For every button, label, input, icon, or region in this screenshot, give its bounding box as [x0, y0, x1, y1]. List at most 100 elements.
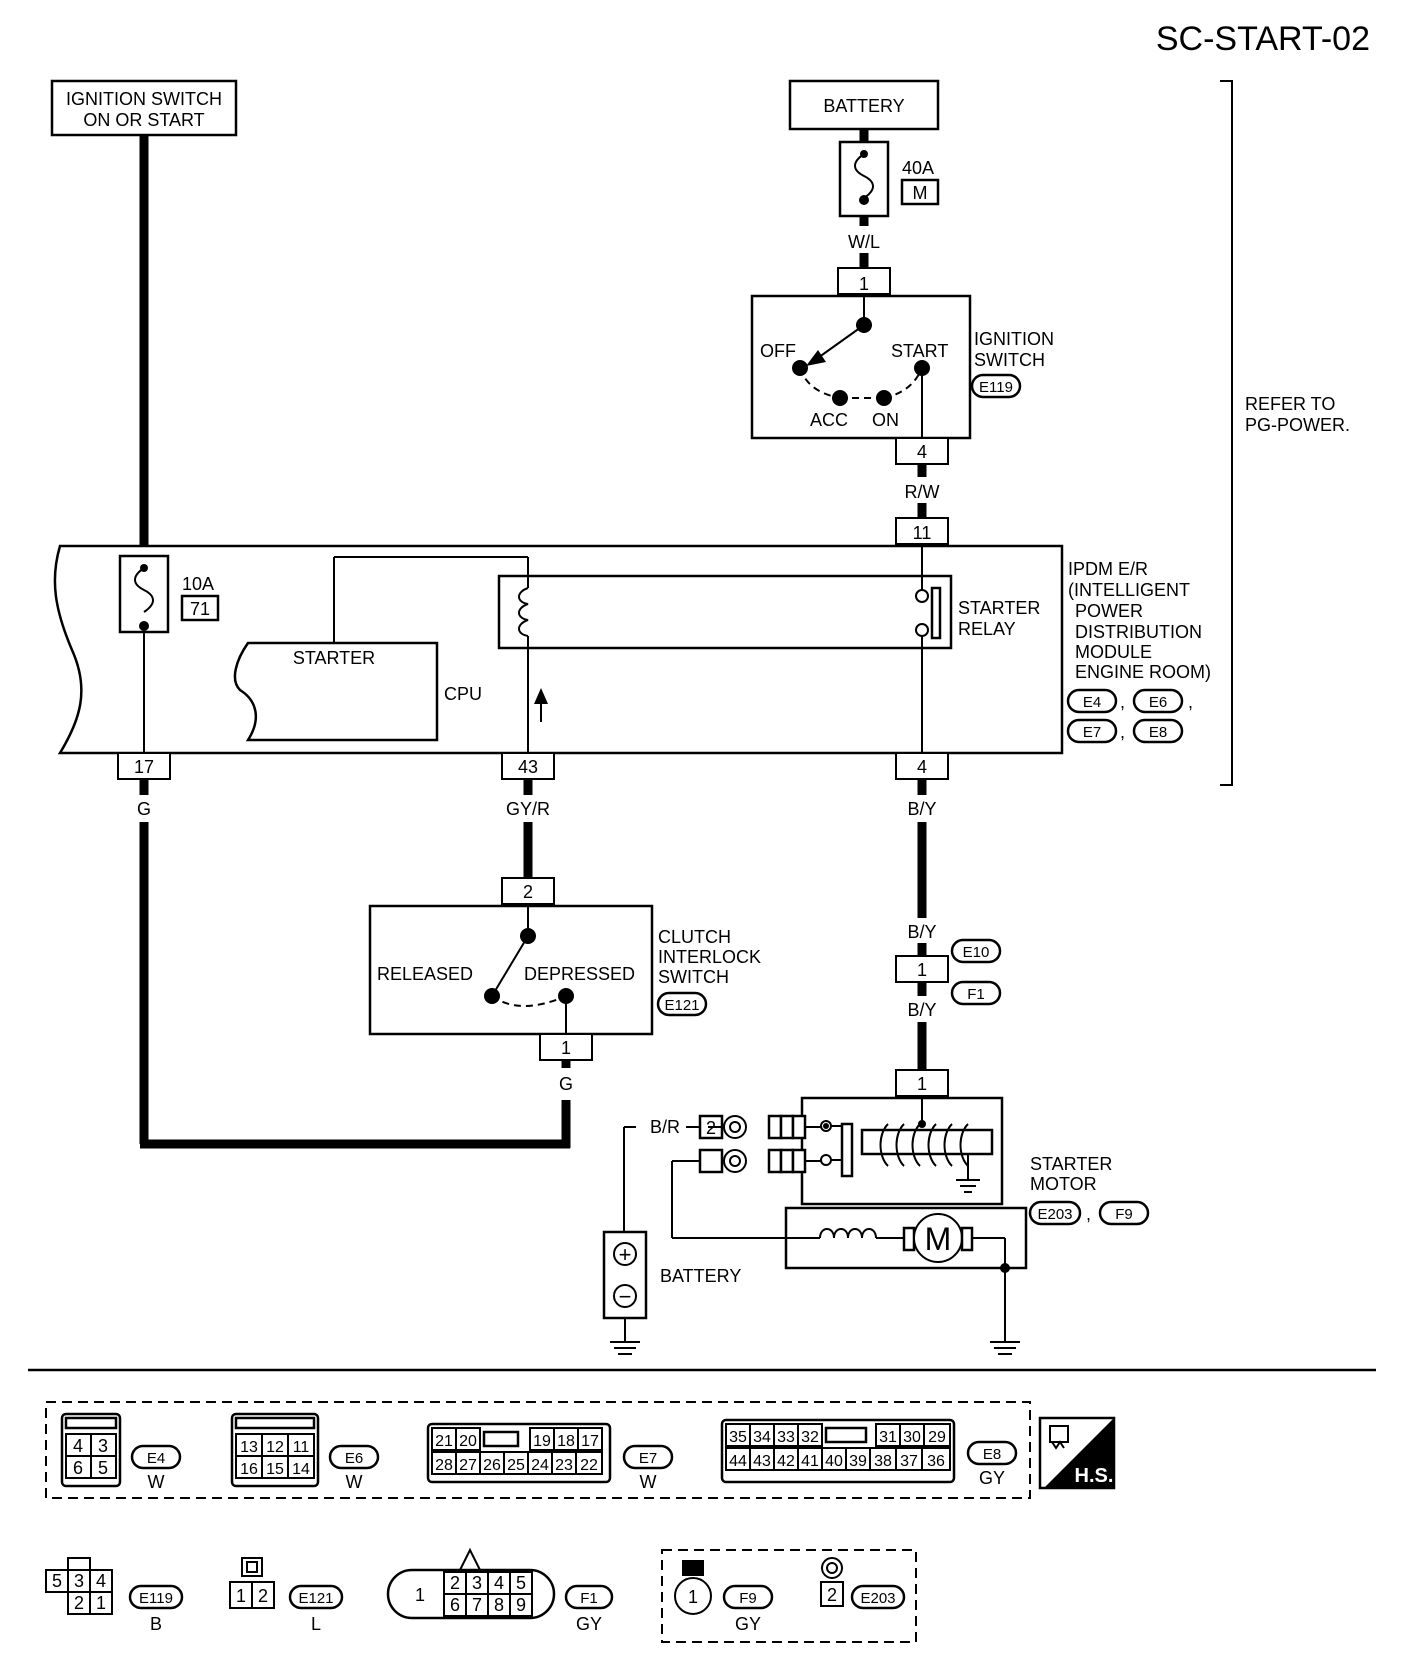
wire-by-2: B/Y	[907, 922, 936, 942]
ipdm-connector-badges: E4 , E6 , E7 , E8	[1066, 688, 1193, 744]
svg-text:41: 41	[801, 1453, 819, 1470]
svg-text:27: 27	[459, 1457, 477, 1474]
fuse-40a	[838, 140, 890, 218]
svg-text:36: 36	[927, 1453, 945, 1470]
ign-pin-1: 1	[859, 274, 869, 294]
ign-pin-4: 4	[917, 442, 927, 462]
svg-text:GY: GY	[576, 1614, 602, 1634]
clutch-pin-2: 2	[523, 882, 533, 902]
svg-text:1: 1	[415, 1585, 425, 1605]
starter-c1: E203	[1037, 1206, 1072, 1223]
svg-text:16: 16	[240, 1461, 258, 1478]
svg-text:32: 32	[801, 1429, 819, 1446]
battery2-label: BATTERY	[660, 1266, 741, 1286]
svg-text:2: 2	[827, 1585, 837, 1605]
svg-text:E119: E119	[139, 1590, 173, 1607]
svg-text:14: 14	[292, 1461, 310, 1478]
conn-view-f1: 1 2 3 4 5 6 7 8 9 F1 GY	[386, 1547, 614, 1634]
ign-start: START	[891, 341, 948, 361]
clutch-depressed: DEPRESSED	[524, 964, 635, 984]
joint-badge-f1	[950, 980, 1002, 1006]
ign-switch-connector-badge	[970, 373, 1022, 399]
ipdm-name6: ENGINE ROOM)	[1075, 662, 1211, 682]
ignition-on-start-source: IGNITION SWITCH ON OR START	[50, 79, 238, 137]
ign-source-line1: IGNITION SWITCH	[66, 89, 222, 109]
svg-text:1: 1	[688, 1587, 698, 1607]
refer-line2: PG-POWER.	[1245, 415, 1350, 435]
svg-text:W: W	[640, 1472, 657, 1492]
clutch-connector-badge	[656, 991, 708, 1017]
ign-on: ON	[872, 410, 899, 430]
svg-text:5: 5	[52, 1571, 62, 1591]
starter-c2: F9	[1115, 1206, 1133, 1223]
ign-switch-name1: IGNITION	[974, 329, 1054, 349]
starter-pin-1: 1	[917, 1074, 927, 1094]
svg-text:15: 15	[266, 1461, 284, 1478]
svg-text:W: W	[346, 1472, 363, 1492]
svg-text:GY: GY	[735, 1614, 761, 1634]
ipdm-name1: IPDM E/R	[1068, 559, 1148, 579]
wire-rw: R/W	[905, 482, 940, 502]
svg-text:23: 23	[555, 1457, 573, 1474]
joint-connector	[895, 955, 949, 983]
fuse-10a-id: 71	[190, 599, 210, 619]
svg-text:E6: E6	[345, 1450, 363, 1467]
svg-text:,: ,	[1188, 692, 1193, 712]
svg-text:43: 43	[753, 1453, 771, 1470]
wire-by-1: B/Y	[907, 799, 936, 819]
ipdm-pin-4: 4	[917, 757, 927, 777]
starter-relay-name1: STARTER	[958, 598, 1040, 618]
ipdm-name5: MODULE	[1075, 642, 1152, 662]
svg-text:3: 3	[472, 1573, 482, 1593]
fuse-10a-amp: 10A	[182, 574, 214, 594]
battery-symbol: + −	[602, 1230, 648, 1355]
conn-view-e7: 21 20 19 18 17 28 27 26 25 24 23 22 E7 W	[426, 1422, 674, 1492]
ipdm-pin-43: 43	[518, 757, 538, 777]
conn-view-e4: 4 3 6 5 E4 W	[60, 1412, 182, 1492]
svg-text:2: 2	[258, 1586, 268, 1606]
svg-text:40: 40	[825, 1453, 843, 1470]
cpu-starter-label: STARTER	[293, 648, 375, 668]
conn-view-e6: 13 12 11 16 15 14 E6 W	[230, 1412, 380, 1492]
battery-minus: −	[619, 1284, 632, 1309]
joint-c1: E10	[963, 944, 990, 961]
ign-switch-name2: SWITCH	[974, 350, 1045, 370]
svg-text:3: 3	[98, 1436, 108, 1456]
starter-badge-f9	[1098, 1200, 1150, 1226]
wire-gyr: GY/R	[506, 799, 550, 819]
svg-text:12: 12	[266, 1439, 284, 1456]
svg-text:33: 33	[777, 1429, 795, 1446]
ipdm-conn-e4: E4	[1083, 694, 1101, 711]
svg-text:1: 1	[236, 1586, 246, 1606]
svg-text:24: 24	[531, 1457, 549, 1474]
svg-text:29: 29	[928, 1429, 946, 1446]
refer-line1: REFER TO	[1245, 394, 1335, 414]
page-code: SC-START-02	[1156, 20, 1370, 58]
starter-connector-group	[661, 1549, 917, 1643]
svg-text:20: 20	[459, 1433, 477, 1450]
fuse-40a-id: M	[913, 183, 928, 203]
svg-text:GY: GY	[979, 1468, 1005, 1488]
svg-text:26: 26	[483, 1457, 501, 1474]
battery-source: BATTERY	[788, 79, 940, 131]
conn-view-e121: 1 2 E121 L	[229, 1557, 344, 1634]
svg-text:4: 4	[73, 1436, 83, 1456]
wire-g-bottom: G	[559, 1074, 573, 1094]
ignition-switch: 1 OFF START ACC ON 4	[750, 267, 972, 465]
svg-text:E203: E203	[860, 1590, 895, 1607]
ign-switch-connector: E119	[979, 379, 1013, 396]
hs-label: H.S.	[1075, 1465, 1114, 1487]
fuse-10a-id-box	[180, 594, 220, 622]
svg-text:42: 42	[777, 1453, 795, 1470]
clutch-pin-1: 1	[561, 1038, 571, 1058]
ipdm-name2: (INTELLIGENT	[1068, 580, 1190, 600]
fuse-40a-amp: 40A	[902, 158, 934, 178]
svg-text:21: 21	[435, 1433, 453, 1450]
conn-view-f9: 1 F9 GY	[674, 1560, 774, 1634]
svg-text:3: 3	[74, 1571, 84, 1591]
svg-text:,: ,	[1120, 692, 1125, 712]
svg-text:,: ,	[1086, 1204, 1091, 1224]
wire-g-top: G	[137, 799, 151, 819]
svg-text:6: 6	[73, 1458, 83, 1478]
conn-view-e203: 2 E203	[820, 1557, 906, 1610]
